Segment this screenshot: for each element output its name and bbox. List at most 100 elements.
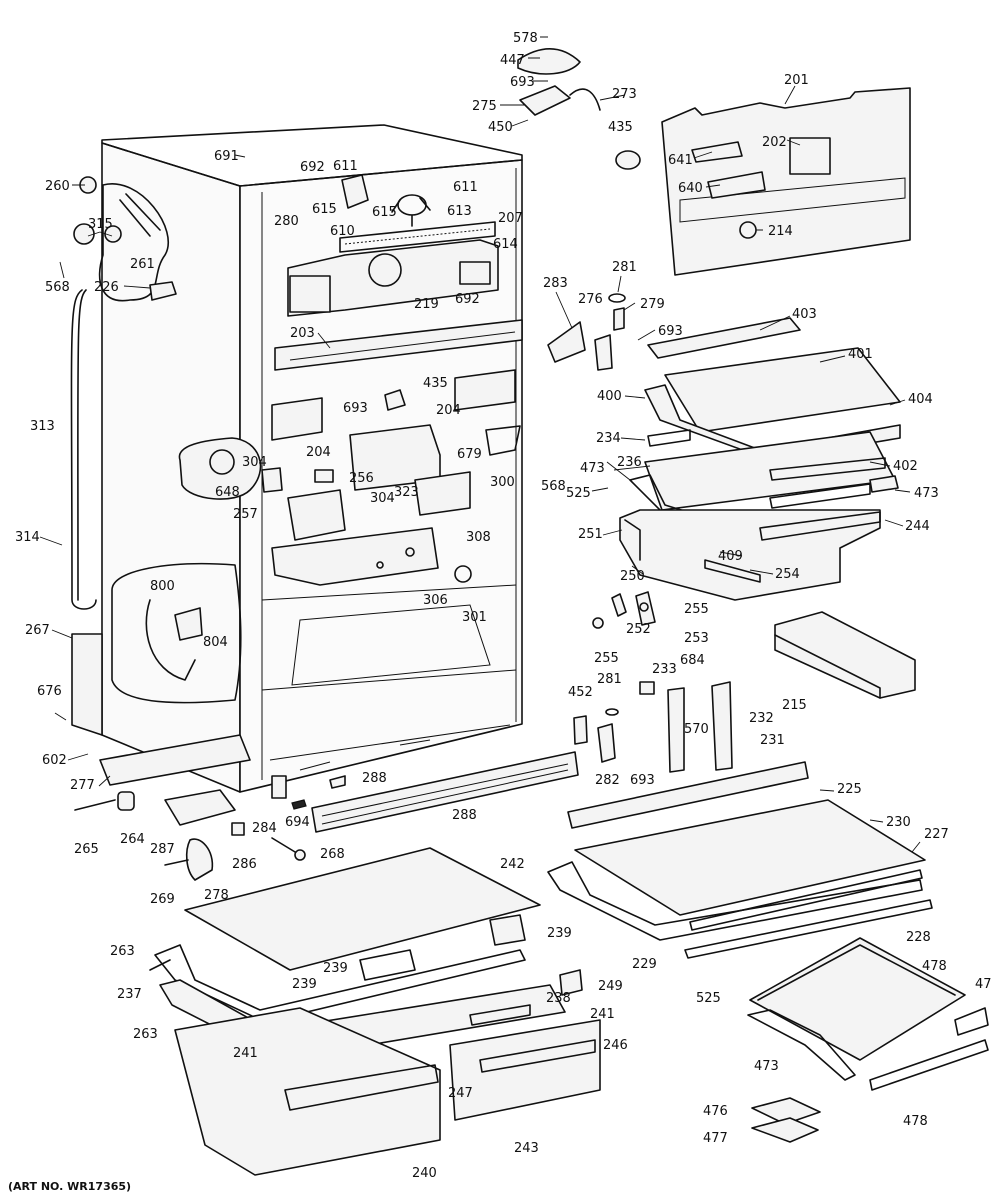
callout-473: 473 — [754, 1059, 779, 1074]
callout-227: 227 — [924, 827, 949, 842]
callout-288: 288 — [362, 771, 387, 786]
callout-615: 615 — [372, 205, 397, 220]
callout-288: 288 — [452, 808, 477, 823]
callout-240: 240 — [412, 1166, 437, 1181]
callout-400: 400 — [597, 389, 622, 404]
callout-268: 268 — [320, 847, 345, 862]
top-accessories — [517, 48, 641, 170]
callout-239: 239 — [292, 977, 317, 992]
callout-47: 47 — [975, 977, 992, 992]
leader-lines — [39, 36, 921, 853]
callout-231: 231 — [760, 733, 785, 748]
callout-246: 246 — [603, 1038, 628, 1053]
callout-265: 265 — [74, 842, 99, 857]
callout-232: 232 — [749, 711, 774, 726]
callout-286: 286 — [232, 857, 257, 872]
callout-255: 255 — [684, 602, 709, 617]
callout-277: 277 — [70, 778, 95, 793]
callout-249: 249 — [598, 979, 623, 994]
callout-315: 315 — [88, 217, 113, 232]
callout-568: 568 — [45, 280, 70, 295]
callout-613: 613 — [447, 204, 472, 219]
callout-236: 236 — [617, 455, 642, 470]
callout-447: 447 — [500, 53, 525, 68]
callout-648: 648 — [215, 485, 240, 500]
callout-301: 301 — [462, 610, 487, 625]
callout-261: 261 — [130, 257, 155, 272]
callout-614: 614 — [493, 237, 518, 252]
callout-264: 264 — [120, 832, 145, 847]
lower-glass-shelf — [547, 761, 933, 959]
callout-610: 610 — [330, 224, 355, 239]
callout-225: 225 — [837, 782, 862, 797]
rear-panel — [661, 87, 911, 276]
callout-204: 204 — [436, 403, 461, 418]
callout-684: 684 — [680, 653, 705, 668]
callout-450: 450 — [488, 120, 513, 135]
callout-253: 253 — [684, 631, 709, 646]
callout-693: 693 — [630, 773, 655, 788]
callout-568: 568 — [541, 479, 566, 494]
callout-477: 477 — [703, 1131, 728, 1146]
callout-281: 281 — [597, 672, 622, 687]
callout-215: 215 — [782, 698, 807, 713]
callout-314: 314 — [15, 530, 40, 545]
callout-694: 694 — [285, 815, 310, 830]
callout-237: 237 — [117, 987, 142, 1002]
callout-692: 692 — [455, 292, 480, 307]
callout-283: 283 — [543, 276, 568, 291]
callout-241: 241 — [590, 1007, 615, 1022]
callout-313: 313 — [30, 419, 55, 434]
evaporator-cover-assembly — [287, 221, 499, 317]
callout-692: 692 — [300, 160, 325, 175]
callout-478: 478 — [903, 1114, 928, 1129]
crisper-cover-bin — [774, 611, 916, 699]
callout-255: 255 — [594, 651, 619, 666]
callout-640: 640 — [678, 181, 703, 196]
callout-676: 676 — [37, 684, 62, 699]
callout-214: 214 — [768, 224, 793, 239]
control-dial-callout — [178, 437, 262, 500]
callout-435: 435 — [608, 120, 633, 135]
callout-401: 401 — [848, 347, 873, 362]
ladder-parts — [573, 591, 733, 773]
callout-306: 306 — [423, 593, 448, 608]
shelf-support-rail — [274, 319, 523, 371]
callout-611: 611 — [333, 159, 358, 174]
callout-260: 260 — [45, 179, 70, 194]
callout-403: 403 — [792, 307, 817, 322]
callout-244: 244 — [905, 519, 930, 534]
callout-234: 234 — [596, 431, 621, 446]
callout-242: 242 — [500, 857, 525, 872]
callout-263: 263 — [133, 1027, 158, 1042]
callout-308: 308 — [466, 530, 491, 545]
callout-404: 404 — [908, 392, 933, 407]
callout-300: 300 — [490, 475, 515, 490]
callout-275: 275 — [472, 99, 497, 114]
callout-280: 280 — [274, 214, 299, 229]
callout-525: 525 — [566, 486, 591, 501]
callout-804: 804 — [203, 635, 228, 650]
callout-243: 243 — [514, 1141, 539, 1156]
callout-229: 229 — [632, 957, 657, 972]
callout-615: 615 — [312, 202, 337, 217]
crisper-drawers — [174, 969, 601, 1176]
callout-279: 279 — [640, 297, 665, 312]
hinge-parts — [547, 293, 626, 371]
callout-239: 239 — [323, 961, 348, 976]
callout-228: 228 — [906, 930, 931, 945]
callout-203: 203 — [290, 326, 315, 341]
callout-207: 207 — [498, 211, 523, 226]
pan-frame-rails — [747, 937, 989, 1143]
callout-435: 435 — [423, 376, 448, 391]
callout-278: 278 — [204, 888, 229, 903]
leveling-hardware — [74, 775, 307, 881]
callout-233: 233 — [652, 662, 677, 677]
callout-525: 525 — [696, 991, 721, 1006]
water-tubing — [70, 176, 177, 610]
callout-578: 578 — [513, 31, 538, 46]
cabinet-shell — [101, 124, 523, 793]
callout-281: 281 — [612, 260, 637, 275]
callout-402: 402 — [893, 459, 918, 474]
callout-273: 273 — [612, 87, 637, 102]
